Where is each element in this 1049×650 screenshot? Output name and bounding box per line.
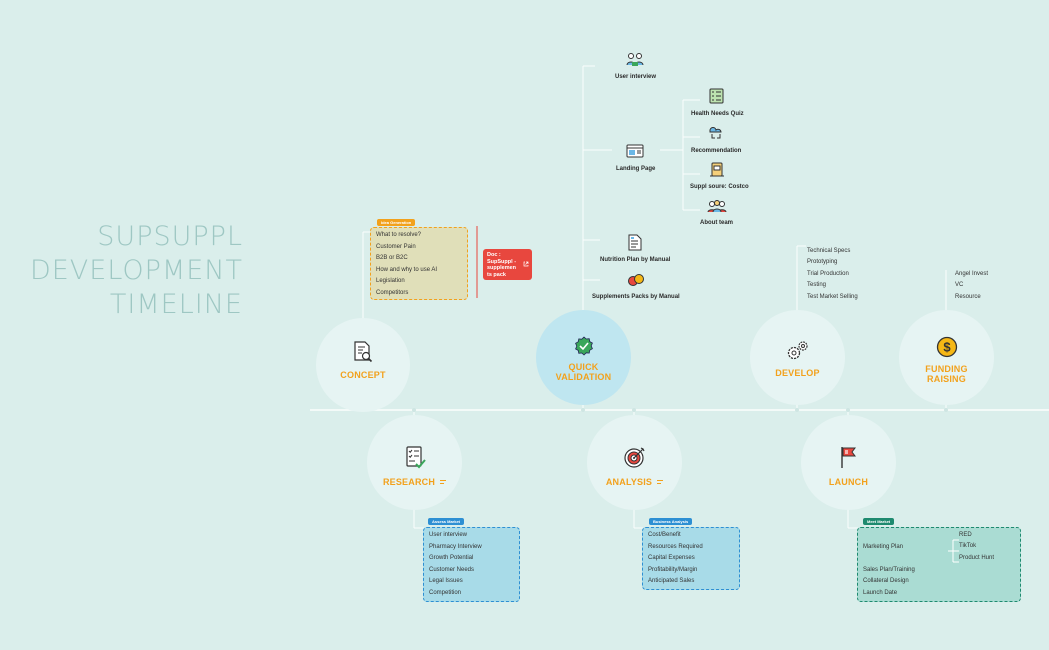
- funding-raising-node[interactable]: $ FUNDING RAISING: [899, 310, 994, 405]
- idea-generation-tag[interactable]: Idea Generation: [377, 219, 416, 226]
- external-link-icon: [523, 261, 529, 267]
- landing-page-icon: [626, 144, 644, 158]
- develop-node[interactable]: DEVELOP: [750, 310, 845, 405]
- list-item: Launch Date: [863, 590, 898, 596]
- doc-link-line: Doc :: [487, 252, 501, 258]
- research-label-row: RESEARCH: [382, 477, 447, 487]
- funding-label-2: RAISING: [927, 374, 966, 384]
- channel-item: Product Hunt: [959, 555, 995, 561]
- develop-item[interactable]: Testing: [807, 282, 827, 288]
- develop-item[interactable]: Trial Production: [807, 271, 849, 277]
- svg-text:$: $: [943, 340, 951, 355]
- list-item: Competition: [429, 589, 462, 596]
- channel-item: TikTok: [959, 543, 977, 549]
- quick-validation-label-2: VALIDATION: [555, 372, 612, 382]
- team-icon: [707, 200, 727, 213]
- funding-label-1: FUNDING: [925, 364, 968, 374]
- landing-page-label[interactable]: Landing Page: [616, 166, 656, 172]
- title-line-1: SUPSUPPL: [97, 221, 243, 252]
- list-item: Resources Required: [648, 543, 703, 550]
- quick-validation-node[interactable]: QUICK VALIDATION: [536, 310, 631, 405]
- about-team-label[interactable]: About team: [700, 220, 733, 226]
- research-label: RESEARCH: [382, 477, 436, 487]
- interview-icon: [626, 53, 644, 66]
- list-item: Legislation: [376, 278, 405, 284]
- page-title: SUPSUPPL DEVELOPMENT TIMELINE: [30, 220, 243, 322]
- verified-badge-icon: [574, 336, 594, 356]
- quick-validation-label-1: QUICK: [568, 362, 599, 372]
- funding-item[interactable]: Angel Invest: [955, 271, 989, 277]
- list-item: Pharmacy Interview: [429, 543, 482, 550]
- supplements-packs-label[interactable]: Supplements Packs by Manual: [592, 294, 680, 300]
- assess-market-tag[interactable]: Assess Market: [428, 518, 465, 525]
- launch-node[interactable]: LAUNCH: [801, 415, 896, 510]
- concept-node[interactable]: CONCEPT: [316, 318, 410, 412]
- doc-link-line: ts pack: [487, 271, 506, 278]
- concept-label: CONCEPT: [340, 370, 386, 380]
- meet-market-box[interactable]: Marketing Plan RED TikTok Product Hunt S…: [857, 527, 1021, 602]
- list-item: How and why to use AI: [376, 266, 438, 273]
- list-item: Customer Needs: [429, 566, 475, 573]
- list-item: Collateral Design: [863, 578, 909, 584]
- develop-item[interactable]: Test Market Selling: [807, 294, 858, 300]
- notes-icon[interactable]: [657, 479, 664, 485]
- health-quiz-label[interactable]: Health Needs Quiz: [691, 111, 744, 117]
- checklist-icon: [404, 445, 426, 469]
- pills-icon: [628, 274, 644, 286]
- funding-item[interactable]: VC: [955, 282, 964, 288]
- marketing-plan-item: Marketing Plan: [863, 544, 904, 550]
- nutrition-plan-label[interactable]: Nutrition Plan by Manual: [600, 257, 671, 263]
- list-item: B2B or B2C: [376, 255, 408, 261]
- dollar-coin-icon: $: [936, 336, 958, 358]
- analysis-node[interactable]: ANALYSIS: [587, 415, 682, 510]
- list-item: Competitors: [376, 289, 409, 296]
- title-line-3: TIMELINE: [109, 289, 243, 320]
- research-node[interactable]: RESEARCH: [367, 415, 462, 510]
- develop-item[interactable]: Prototyping: [807, 259, 838, 265]
- business-analysis-tag[interactable]: Business Analysis: [649, 518, 693, 525]
- list-item: What to resolve?: [376, 232, 422, 238]
- doc-link-line: SupSuppl -: [487, 258, 517, 265]
- funding-item[interactable]: Resource: [955, 294, 981, 300]
- document-search-icon: [352, 340, 374, 364]
- idea-generation-box[interactable]: What to resolve? Customer Pain B2B or B2…: [370, 227, 468, 300]
- quiz-icon: [709, 88, 724, 104]
- assess-market-box[interactable]: User interview Pharmacy Interview Growth…: [423, 527, 520, 602]
- meet-market-tag[interactable]: Meet Market: [863, 518, 895, 525]
- doc-link-line: supplemen: [487, 265, 517, 271]
- flag-icon: [838, 445, 860, 469]
- list-item: Growth Potential: [429, 555, 474, 561]
- list-item: Profitability/Margin: [648, 566, 698, 573]
- plan-document-icon: [628, 234, 642, 251]
- notes-icon[interactable]: [440, 479, 447, 485]
- list-item: Cost/Benefit: [648, 532, 681, 538]
- user-interview-label[interactable]: User interview: [615, 74, 657, 80]
- recommendation-icon: [709, 126, 722, 139]
- analysis-label-row: ANALYSIS: [605, 477, 664, 487]
- analysis-label: ANALYSIS: [605, 477, 653, 487]
- business-analysis-box[interactable]: Cost/Benefit Resources Required Capital …: [642, 527, 740, 590]
- list-item: Anticipated Sales: [648, 578, 695, 584]
- launch-label: LAUNCH: [828, 477, 869, 487]
- channel-item: RED: [959, 532, 972, 538]
- marketing-plan-connector: [948, 539, 959, 563]
- develop-item[interactable]: Technical Specs: [807, 248, 851, 254]
- supplement-store-icon: [710, 162, 724, 177]
- target-icon: [623, 445, 647, 469]
- list-item: Capital Expenses: [648, 555, 695, 561]
- list-item: Legal Issues: [429, 578, 463, 584]
- recommendation-label[interactable]: Recommendation: [691, 148, 742, 154]
- title-line-2: DEVELOPMENT: [29, 255, 243, 286]
- doc-link[interactable]: Doc : SupSuppl - supplemen ts pack: [483, 249, 532, 280]
- list-item: User interview: [429, 532, 468, 538]
- list-item: Sales Plan/Training: [863, 567, 915, 573]
- develop-label: DEVELOP: [775, 368, 820, 378]
- suppl-source-label[interactable]: Suppl soure: Costco: [690, 184, 749, 190]
- gears-icon: [786, 340, 810, 362]
- list-item: Customer Pain: [376, 243, 416, 250]
